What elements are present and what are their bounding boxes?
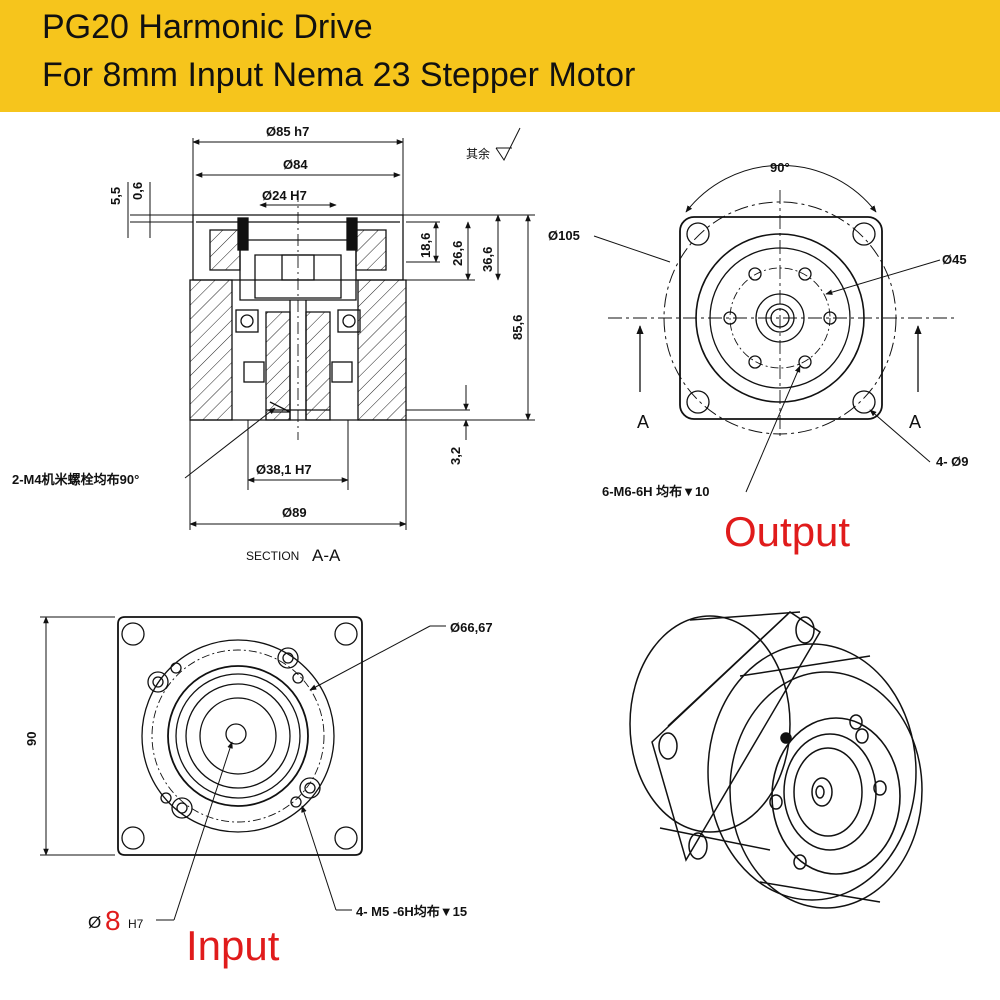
- dim-105: Ø105: [548, 228, 580, 243]
- output-labels: 90° Ø105 Ø45 4- Ø9 6-M6-6H 均布▼10 A A Out…: [548, 160, 969, 555]
- section-caption-small: SECTION: [246, 549, 299, 563]
- dim-18-6: 18,6: [418, 233, 433, 258]
- output-label: Output: [724, 508, 850, 555]
- dim-85-h7: Ø85 h7: [266, 124, 309, 139]
- section-dimensions: [127, 127, 535, 530]
- bolt-note: 2-M4机米螺栓均布90°: [12, 472, 139, 487]
- dim-85-6: 85,6: [510, 315, 525, 340]
- dim-84: Ø84: [283, 157, 308, 172]
- dim-5-5: 5,5: [108, 187, 123, 205]
- dim-66-67: Ø66,67: [450, 620, 493, 635]
- section-mark-a-right: A: [909, 412, 921, 432]
- dim-3-2: 3,2: [448, 447, 463, 465]
- input-labels: 90 Ø66,67 Ø 8 H7 4- M5 -6H均布▼15 Input: [24, 620, 493, 969]
- holes-4-m5: 4- M5 -6H均布▼15: [356, 904, 467, 919]
- title-line-1: PG20 Harmonic Drive: [42, 8, 373, 46]
- section-view: [189, 190, 407, 440]
- bore-value: 8: [105, 905, 121, 936]
- holes-6-m6: 6-M6-6H 均布▼10: [602, 484, 710, 499]
- dim-38-1-h7: Ø38,1 H7: [256, 462, 312, 477]
- bore-fit: H7: [128, 917, 144, 931]
- dim-36-6: 36,6: [480, 247, 495, 272]
- angle-90: 90°: [770, 160, 790, 175]
- title-banner: [0, 0, 1000, 112]
- title-line-2: For 8mm Input Nema 23 Stepper Motor: [42, 56, 636, 94]
- holes-4-9: 4- Ø9: [936, 454, 969, 469]
- section-labels: Ø85 h7 Ø84 Ø24 H7 5,5 0,6 18,6 26,6 36,6…: [12, 124, 525, 565]
- dim-0-6: 0,6: [130, 182, 145, 200]
- section-caption-big: A-A: [312, 546, 341, 565]
- roughness-note: 其余: [466, 146, 490, 161]
- dim-45: Ø45: [942, 252, 967, 267]
- dim-26-6: 26,6: [450, 241, 465, 266]
- isometric-view: [629, 611, 923, 909]
- input-view: [40, 616, 446, 921]
- output-view: [593, 164, 955, 493]
- section-mark-a-left: A: [637, 412, 649, 432]
- dim-89: Ø89: [282, 505, 307, 520]
- dim-90: 90: [24, 732, 39, 746]
- input-label: Input: [186, 922, 280, 969]
- bore-symbol: Ø: [88, 913, 101, 932]
- dim-24-h7: Ø24 H7: [262, 188, 307, 203]
